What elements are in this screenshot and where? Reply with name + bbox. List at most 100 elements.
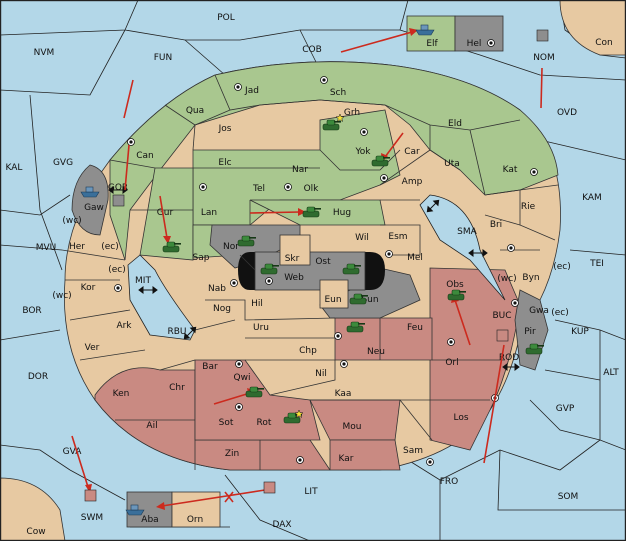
label-neu: Neu <box>367 347 385 357</box>
label-cow: Cow <box>26 527 45 537</box>
label-swm: SWM <box>81 513 103 523</box>
label-obs: Obs <box>446 280 464 290</box>
label-wc3: (wc) <box>52 291 71 301</box>
label-amp: Amp <box>402 177 423 187</box>
unit-fleet-nom <box>536 29 549 42</box>
label-grh: Grh <box>344 108 360 118</box>
label-gwa: Gwa <box>529 306 549 316</box>
label-ec1: (ec) <box>101 242 119 252</box>
label-pir: Pir <box>524 327 536 337</box>
label-ken: Ken <box>113 389 130 399</box>
supply-center <box>380 174 388 182</box>
order-arrow <box>483 344 505 464</box>
label-ark: Ark <box>116 321 132 331</box>
unit-fleet-rod <box>496 329 509 342</box>
label-kar: Kar <box>339 454 354 464</box>
province-kar[interactable] <box>329 439 401 471</box>
label-chp: Chp <box>299 346 317 356</box>
label-esm: Esm <box>388 232 407 242</box>
sea-labels: POL NVM FUN COB Con OVD KAL GVG KAM MVU … <box>6 13 620 537</box>
label-chr: Chr <box>169 383 185 393</box>
province-south-ring-red[interactable] <box>94 367 331 471</box>
label-som: SOM <box>558 492 579 502</box>
label-gur: Gur <box>157 208 174 218</box>
label-feu: Feu <box>407 323 423 333</box>
label-sma: SMA <box>457 227 477 237</box>
label-dax: DAX <box>272 520 291 530</box>
label-bor: BOR <box>22 306 41 316</box>
label-nvm: NVM <box>34 48 55 58</box>
label-orl: Orl <box>445 358 458 368</box>
province-hel[interactable] <box>454 15 504 52</box>
label-sap: Sap <box>193 253 210 263</box>
province-gur[interactable] <box>139 167 194 261</box>
label-bar: Bar <box>202 362 218 372</box>
province-gaw[interactable] <box>71 164 109 236</box>
supply-center <box>360 128 368 136</box>
label-orn: Orn <box>187 515 203 525</box>
supply-center <box>334 332 342 340</box>
label-uru: Uru <box>253 323 269 333</box>
order-arrow <box>161 489 266 507</box>
province-borders <box>61 74 559 470</box>
label-aba: Aba <box>141 515 158 525</box>
label-sun: Sun <box>361 295 378 305</box>
supply-center <box>230 279 238 287</box>
supply-center <box>340 360 348 368</box>
label-dor: DOR <box>28 372 48 382</box>
label-wil: Wil <box>355 233 369 243</box>
supply-center <box>265 277 273 285</box>
supply-center <box>235 403 243 411</box>
label-gvp: GVP <box>556 404 575 414</box>
label-nil: Nil <box>315 369 327 379</box>
label-hil: Hil <box>251 299 263 309</box>
label-jos: Jos <box>218 124 232 134</box>
label-ec4: (ec) <box>551 308 569 318</box>
label-zin: Zin <box>225 449 239 459</box>
label-mvu: MVU <box>36 243 57 253</box>
label-jad: Jad <box>244 86 259 96</box>
supply-center <box>447 338 455 346</box>
supply-center <box>114 284 122 292</box>
label-wc2: (wc) <box>497 274 516 284</box>
province-con[interactable] <box>559 0 626 56</box>
supply-center <box>234 83 242 91</box>
label-kor: Kor <box>81 283 96 293</box>
order-arrow <box>213 392 251 405</box>
label-elc: Elc <box>218 158 231 168</box>
label-gaw: Gaw <box>84 203 104 213</box>
province-cow[interactable] <box>0 477 66 541</box>
coast-arrow <box>426 199 440 213</box>
supply-center <box>530 168 538 176</box>
coast-arrows <box>108 186 520 371</box>
order-arrow <box>249 211 301 214</box>
coast-arrow <box>502 363 520 371</box>
label-rie: Rie <box>521 202 536 212</box>
label-can: Can <box>136 151 154 161</box>
label-kup: KUP <box>571 327 589 337</box>
dislodged-star <box>335 113 345 123</box>
label-rbu: RBU <box>167 327 186 337</box>
label-pol: POL <box>217 13 235 23</box>
label-eld: Eld <box>448 119 462 129</box>
coast-arrow <box>138 286 158 294</box>
coast-arrow <box>468 249 488 257</box>
sea-sma-channel <box>419 194 506 301</box>
label-nab: Nab <box>208 284 226 294</box>
order-arrows <box>71 28 543 510</box>
units <box>80 24 549 516</box>
province-eun[interactable] <box>319 279 349 309</box>
province-elf[interactable] <box>406 15 456 52</box>
label-wc1: (wc) <box>62 216 81 226</box>
dislodged-star <box>294 409 304 419</box>
sea-mit-channel <box>127 254 196 341</box>
label-nor: Nor <box>223 242 239 252</box>
supply-center <box>235 360 243 368</box>
province-skr[interactable] <box>279 234 311 266</box>
label-rod: ROD <box>499 353 519 363</box>
label-elf: Elf <box>426 39 438 49</box>
order-arrow <box>384 132 404 158</box>
label-nom: NOM <box>533 53 555 63</box>
